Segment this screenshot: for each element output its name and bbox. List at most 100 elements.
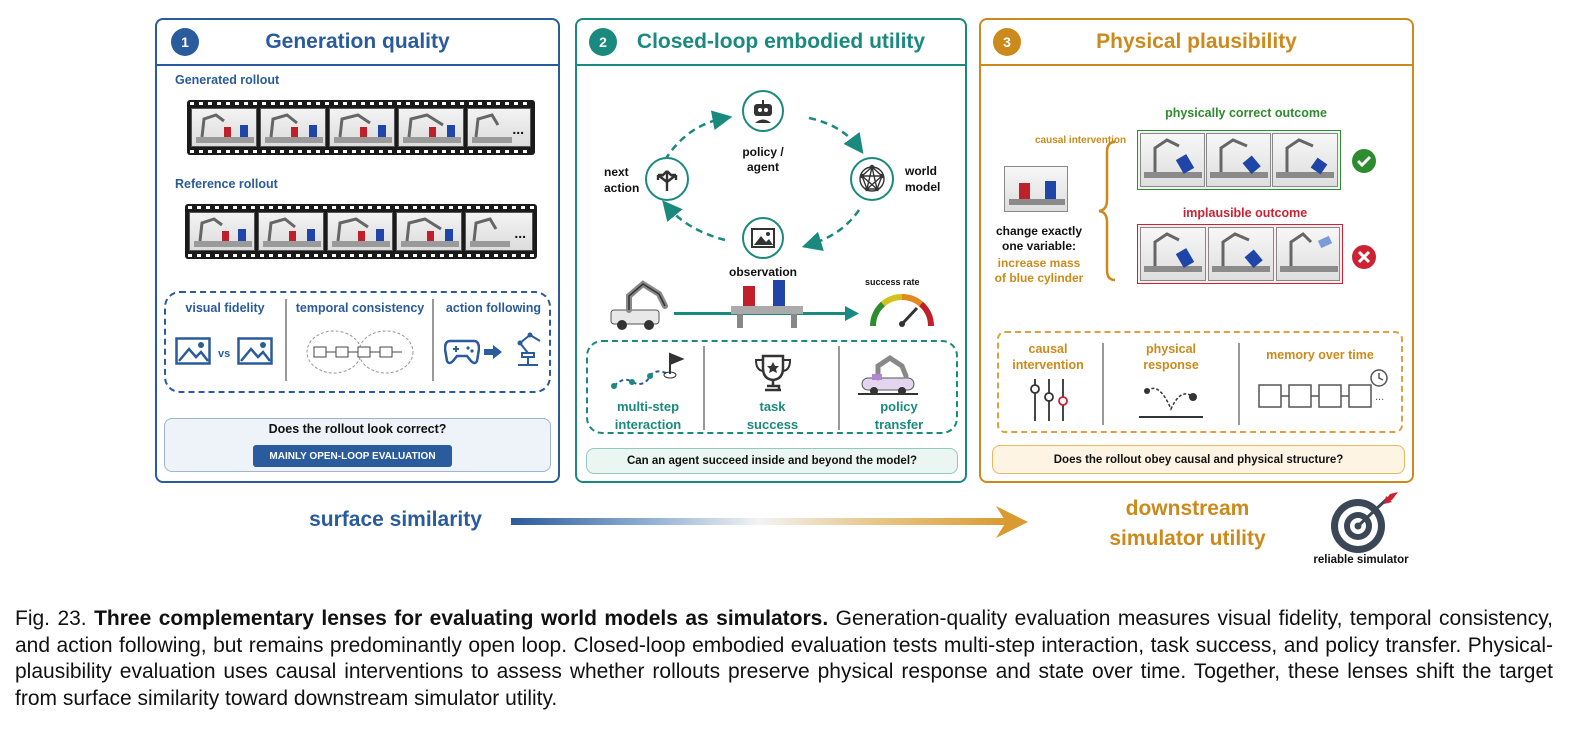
directions-icon — [645, 157, 689, 201]
causal-intervention-label: causal intervention — [1035, 135, 1127, 146]
reference-filmstrip: ... — [185, 204, 537, 259]
success-rate-label: success rate — [865, 277, 920, 287]
outcome-frame — [1140, 133, 1205, 187]
outcome-frame — [1140, 227, 1206, 281]
film-ellipsis: ... — [514, 225, 526, 241]
neural-network-icon — [850, 157, 894, 201]
frame-sequence-icon — [306, 330, 414, 374]
trophy-icon — [754, 354, 792, 392]
implausible-outcome-strip — [1137, 224, 1343, 284]
panel-generation-quality: 1 Generation quality Generated rollout .… — [155, 18, 560, 483]
scene-thumbnail — [1004, 166, 1068, 212]
item-memory-over-time: memory over time — [1266, 348, 1374, 362]
outcome-frame — [1206, 133, 1271, 187]
gradient-arrow-shaft — [511, 518, 1008, 525]
panel-title: Physical plausibility — [1096, 30, 1297, 53]
divider — [285, 299, 287, 381]
film-frame: ... — [465, 212, 533, 251]
vs-label: vs — [218, 348, 231, 360]
panel-1-header: 1 Generation quality — [157, 20, 558, 66]
question-box: Can an agent succeed inside and beyond t… — [586, 448, 958, 474]
generated-rollout-label: Generated rollout — [175, 73, 280, 87]
question-box: Does the rollout obey causal and physica… — [992, 445, 1405, 474]
film-frame — [329, 108, 395, 147]
memory-sequence-icon — [1258, 369, 1388, 408]
table-cylinders-icon — [731, 280, 803, 328]
cross-icon — [1352, 245, 1376, 269]
step-number-badge: 2 — [589, 28, 617, 56]
path-flag-icon — [611, 352, 685, 389]
divider — [703, 346, 705, 430]
step-number-badge: 1 — [171, 28, 199, 56]
caption-title: Three complementary lenses for evaluatin… — [94, 607, 829, 630]
mobile-robot-icon — [610, 280, 668, 330]
check-icon — [1352, 149, 1376, 173]
robot-head-icon — [742, 90, 784, 132]
film-frame — [398, 108, 464, 147]
brace-icon — [1098, 140, 1116, 282]
panel-3-header: 3 Physical plausibility — [981, 20, 1412, 66]
sliders-icon — [1030, 379, 1068, 421]
outcome-frame — [1272, 133, 1338, 187]
metric-action-following: action following — [445, 301, 542, 315]
caption-prefix: Fig. 23. — [15, 607, 95, 630]
bounce-icon — [1139, 387, 1203, 418]
outcome-frame — [1208, 227, 1274, 281]
gradient-arrowhead — [996, 506, 1028, 538]
arrow-right-icon — [484, 345, 502, 359]
reference-rollout-label: Reference rollout — [175, 177, 278, 191]
panel-title: Generation quality — [265, 30, 450, 53]
question-text: Does the rollout look correct? — [268, 422, 447, 436]
correct-outcome-strip — [1137, 130, 1341, 190]
divider — [1238, 343, 1240, 425]
film-frame — [189, 212, 255, 251]
film-frame — [260, 108, 326, 147]
open-loop-badge: MAINLY OPEN-LOOP EVALUATION — [253, 445, 452, 467]
robot-transfer-icon — [858, 354, 918, 395]
generated-filmstrip: ... — [187, 100, 535, 155]
observation-label: observation — [728, 265, 797, 279]
robot-arm-icon — [517, 332, 541, 366]
divider — [432, 299, 434, 381]
film-frame — [258, 212, 324, 251]
metric-temporal-consistency: temporal consistency — [295, 301, 425, 315]
film-ellipsis: ... — [512, 121, 524, 137]
target-icon — [1331, 492, 1398, 553]
metrics-box: visual fidelity temporal consistency act… — [164, 291, 551, 393]
loop-arrows — [662, 110, 864, 251]
surface-similarity-label: surface similarity — [309, 508, 482, 531]
implausible-outcome-label: implausible outcome — [1182, 206, 1308, 220]
divider — [838, 346, 840, 430]
gauge-icon — [869, 293, 935, 327]
outcome-frame — [1276, 227, 1340, 281]
panel-title: Closed-loop embodied utility — [636, 30, 926, 53]
image-icon — [175, 337, 211, 365]
divider — [1102, 343, 1104, 425]
arrowhead-icon — [845, 306, 859, 321]
film-frame: ... — [467, 108, 531, 147]
panel-2-header: 2 Closed-loop embodied utility — [577, 20, 965, 66]
image-icon — [742, 217, 784, 259]
gamepad-icon — [444, 339, 480, 365]
policy-agent-label: policy /agent — [742, 145, 784, 174]
metric-visual-fidelity: visual fidelity — [185, 301, 265, 315]
correct-outcome-label: physically correct outcome — [1165, 106, 1327, 120]
question-box: Does the rollout look correct? MAINLY OP… — [164, 418, 551, 472]
film-frame — [396, 212, 462, 251]
film-frame — [191, 108, 257, 147]
caption-body: Generation-quality evaluation measures v… — [15, 607, 1554, 710]
panel-closed-loop-utility: 2 Closed-loop embodied utility policy /a… — [575, 18, 967, 483]
step-number-badge: 3 — [993, 28, 1021, 56]
figure-caption: Fig. 23. Three complementary lenses for … — [15, 606, 1553, 712]
